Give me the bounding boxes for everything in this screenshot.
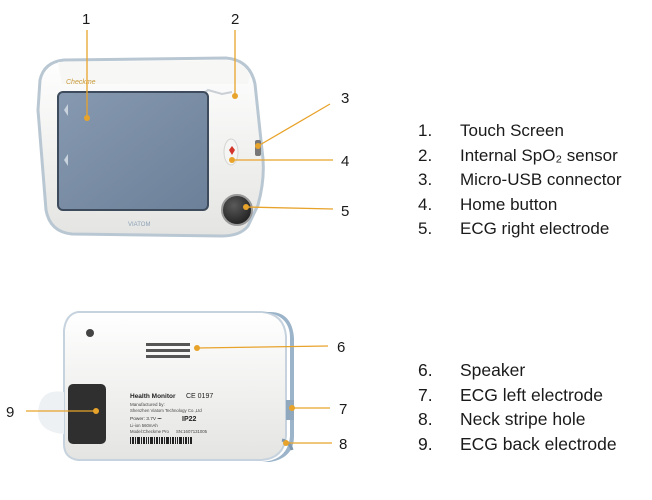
- screen-left-arrow-down-icon: [64, 154, 68, 166]
- legend-top: 1. Touch Screen 2. Internal SpO₂ sensor 3.…: [418, 119, 622, 242]
- barcode: [130, 437, 192, 444]
- legend-number: 2.: [418, 145, 433, 165]
- back-label: Health Monitor CE 0197 Manufactured by: …: [130, 393, 213, 444]
- legend-label: ECG right electrode: [460, 219, 610, 238]
- legend-item: 7. ECG left electrode: [418, 383, 617, 408]
- legend-number: 5.: [418, 219, 433, 238]
- back-label-ip: IP22: [182, 416, 197, 423]
- callout-3: 3: [341, 90, 349, 107]
- back-label-manufactured-by: Manufactured by:: [130, 402, 165, 407]
- back-label-serial: SN:1607131005: [176, 429, 208, 434]
- callout-numbers: 1 2 3 4 5 6 7 8 9: [6, 11, 349, 453]
- speaker-grille: [146, 343, 190, 358]
- callout-6: 6: [337, 339, 345, 356]
- legend-item: 2. Internal SpO₂ sensor: [418, 144, 622, 169]
- legend-label: ECG left electrode: [460, 384, 603, 405]
- legend-label: Touch Screen: [460, 121, 564, 140]
- legend-number: 4.: [418, 194, 433, 214]
- back-label-manufacturer: Shenzhen Viatom Technology Co.,Ltd: [130, 408, 202, 413]
- legend-label: Internal SpO₂ sensor: [460, 145, 618, 165]
- screen-left-arrow-up-icon: [64, 104, 68, 116]
- leader-line-3: [257, 103, 331, 147]
- legend-number: 1.: [418, 121, 433, 140]
- back-label-power: Power: 3.7V ⎓: [130, 416, 161, 422]
- back-label-ce: CE 0197: [186, 393, 213, 400]
- legend-label: Home button: [460, 194, 558, 214]
- brand-logo: Checkme: [66, 79, 96, 86]
- bezel-logo: VIATOM: [128, 222, 150, 228]
- leader-dots: [84, 93, 295, 446]
- legend-item: 5. ECG right electrode: [418, 217, 622, 242]
- device-back: Health Monitor CE 0197 Manufactured by: …: [38, 311, 294, 462]
- legend-item: 9. ECG back electrode: [418, 432, 617, 457]
- ecg-back-electrode: [68, 384, 106, 444]
- legend-number: 8.: [418, 409, 433, 429]
- back-left-cushion: [38, 391, 64, 434]
- legend-item: 8. Neck stripe hole: [418, 407, 617, 432]
- legend-number: 7.: [418, 384, 433, 405]
- back-label-title: Health Monitor: [130, 393, 176, 400]
- device-front-top-edge: [58, 60, 250, 84]
- legend-label: Micro-USB connector: [460, 170, 622, 189]
- legend-bottom: 6. Speaker 7. ECG left electrode 8. Neck st…: [418, 358, 617, 456]
- legend-item: 3. Micro-USB connector: [418, 168, 622, 193]
- callout-7: 7: [339, 401, 347, 418]
- leader-lines: [26, 30, 334, 444]
- back-label-model: Model:Checkme Pro: [130, 429, 170, 434]
- callout-9: 9: [6, 404, 14, 421]
- legend-label: Neck stripe hole: [460, 409, 586, 429]
- leader-line-6: [196, 345, 329, 349]
- callout-4: 4: [341, 153, 349, 170]
- legend-label: ECG back electrode: [460, 433, 617, 454]
- callout-8: 8: [339, 436, 347, 453]
- callout-2: 2: [231, 11, 239, 28]
- device-front: Checkme VIATOM: [36, 56, 265, 238]
- callout-5: 5: [341, 203, 349, 220]
- ecg-right-electrode: [221, 194, 253, 226]
- leader-line-5: [245, 206, 334, 210]
- legend-item: 4. Home button: [418, 193, 622, 218]
- legend-number: 9.: [418, 433, 433, 454]
- back-indicator-hole: [86, 329, 94, 337]
- legend-number: 3.: [418, 170, 433, 189]
- touch-screen: [57, 91, 209, 211]
- home-heart-icon: [229, 146, 235, 155]
- legend-item: 6. Speaker: [418, 358, 617, 383]
- legend-label: Speaker: [460, 360, 526, 380]
- legend-item: 1. Touch Screen: [418, 119, 622, 144]
- legend-number: 6.: [418, 360, 433, 380]
- callout-1: 1: [82, 11, 90, 28]
- back-label-battery: Li-ion 560mAh: [130, 423, 158, 428]
- device-back-body: [63, 311, 287, 461]
